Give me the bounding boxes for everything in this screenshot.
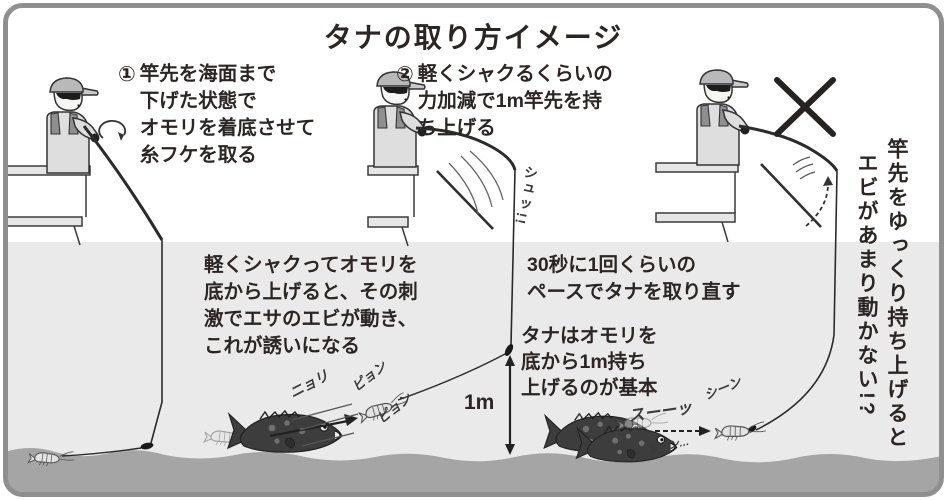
seabed: [5, 448, 942, 495]
pace-note: 30秒に1回くらいの ペースでタナを取り直す: [527, 254, 741, 303]
sinker-weight-1: [140, 442, 154, 450]
rod-1: [82, 125, 164, 241]
rod-3-previous-position: [760, 163, 822, 228]
step-2-marker: ②: [396, 63, 414, 86]
dock-left: [5, 165, 91, 246]
circular-arrow-icon: [98, 120, 127, 141]
step-2-note: ② 軽くシャクるくらいの 力加減で1m竿先を持 ち上げる: [396, 61, 613, 142]
step-1-note: ① 竿先を海面まで 下げた状態で オモリを着底させて 糸フケを取る: [118, 61, 315, 169]
sea-water: [5, 242, 942, 495]
slow-lift-dashed-arrow: [805, 176, 833, 227]
rod-2-previous-position: [436, 170, 494, 230]
line-3: [755, 170, 838, 431]
rod-2: [415, 126, 517, 171]
tana-basic-note: タナはオモリを 底から1m持ち 上げるのが基本: [521, 325, 658, 399]
frame-border: [3, 3, 944, 497]
one-meter-arrow: [505, 355, 515, 455]
line-1-to-bait: [61, 447, 142, 457]
shake-lure-note: 軽くシャクってオモリを 底から上げると、その刺 激でエサのエビが動き、 これが誘…: [204, 254, 418, 357]
line-2-to-bait: [397, 352, 508, 401]
sinker-weight-2: [504, 344, 514, 356]
diagram-title: タナの取り方イメージ: [323, 22, 624, 53]
step-1-marker: ①: [118, 63, 136, 86]
rod-3-motion-marks: [792, 156, 816, 180]
drift-dashed-arrow: [655, 426, 711, 436]
slow-lift-warning-line-2: エビがあまり動かない!?: [855, 152, 878, 418]
rod-2-motion-arcs: [448, 150, 504, 215]
slow-lift-warning-line-1: 竿先をゆっくり持ち上げると: [885, 138, 908, 450]
fisherman-3: [696, 69, 751, 166]
lunge-arrow: [269, 403, 359, 447]
line-2: [510, 169, 516, 346]
step-1-text: 竿先を海面まで 下げた状態で オモリを着底させて 糸フケを取る: [139, 63, 316, 166]
x-mark-icon: [774, 77, 836, 137]
dock-right: [655, 162, 739, 243]
slow-lift-warning: 竿先をゆっくり持ち上げると エビがあまり動かない!?: [851, 138, 911, 450]
line-1: [150, 240, 163, 444]
sinker-weight-3: [747, 425, 757, 433]
step-2-text: 軽くシャクるくらいの 力加減で1m竿先を持 ち上げる: [417, 63, 613, 139]
fisherman-1: [46, 77, 101, 174]
dock-middle: [367, 165, 419, 247]
rod-3: [738, 124, 839, 172]
one-meter-label: 1m: [464, 391, 495, 414]
